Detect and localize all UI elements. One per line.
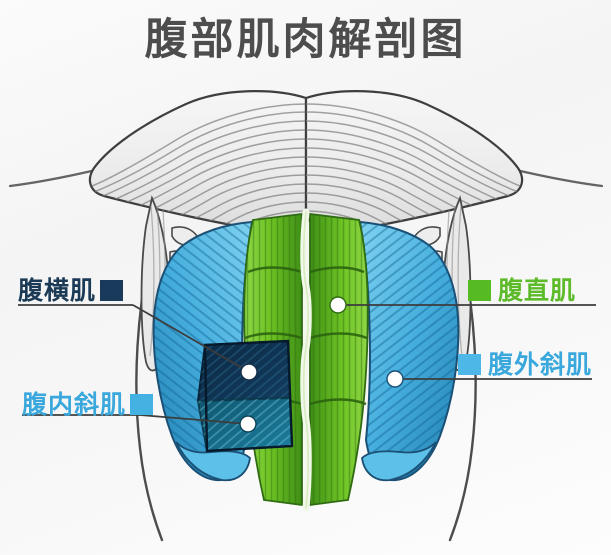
callout-line-transverse (132, 304, 250, 373)
page-title: 腹部肌肉解剖图 (144, 15, 467, 65)
label-underlines (18, 304, 596, 416)
callout-dots (239, 296, 404, 433)
legend-swatch-external-oblique (458, 353, 481, 375)
callout-line-internal (139, 414, 249, 425)
legend-swatch-internal-oblique (130, 393, 154, 415)
dot-rectus (329, 296, 347, 314)
legend-label-rectus-abdominis: 腹直肌 (498, 276, 577, 305)
legend-swatch-rectus-abdominis (468, 279, 491, 301)
legend-swatch-transverse-abdominis (100, 279, 124, 301)
dot-internal (239, 415, 257, 433)
legend-item-internal-oblique[interactable]: 腹内斜肌 (22, 390, 154, 420)
muscle-cutaway-window (196, 339, 294, 453)
legend-label-internal-oblique: 腹内斜肌 (22, 390, 127, 419)
legend-label-transverse-abdominis: 腹横肌 (18, 276, 97, 305)
dot-transverse (240, 363, 258, 381)
legend-item-rectus-abdominis[interactable]: 腹直肌 (468, 276, 576, 306)
legend-item-transverse-abdominis[interactable]: 腹横肌 (18, 276, 124, 306)
callout-lines (132, 304, 466, 425)
legend-item-external-oblique[interactable]: 腹外斜肌 (458, 350, 592, 380)
dot-external (386, 370, 404, 388)
legend-label-external-oblique: 腹外斜肌 (488, 350, 593, 379)
